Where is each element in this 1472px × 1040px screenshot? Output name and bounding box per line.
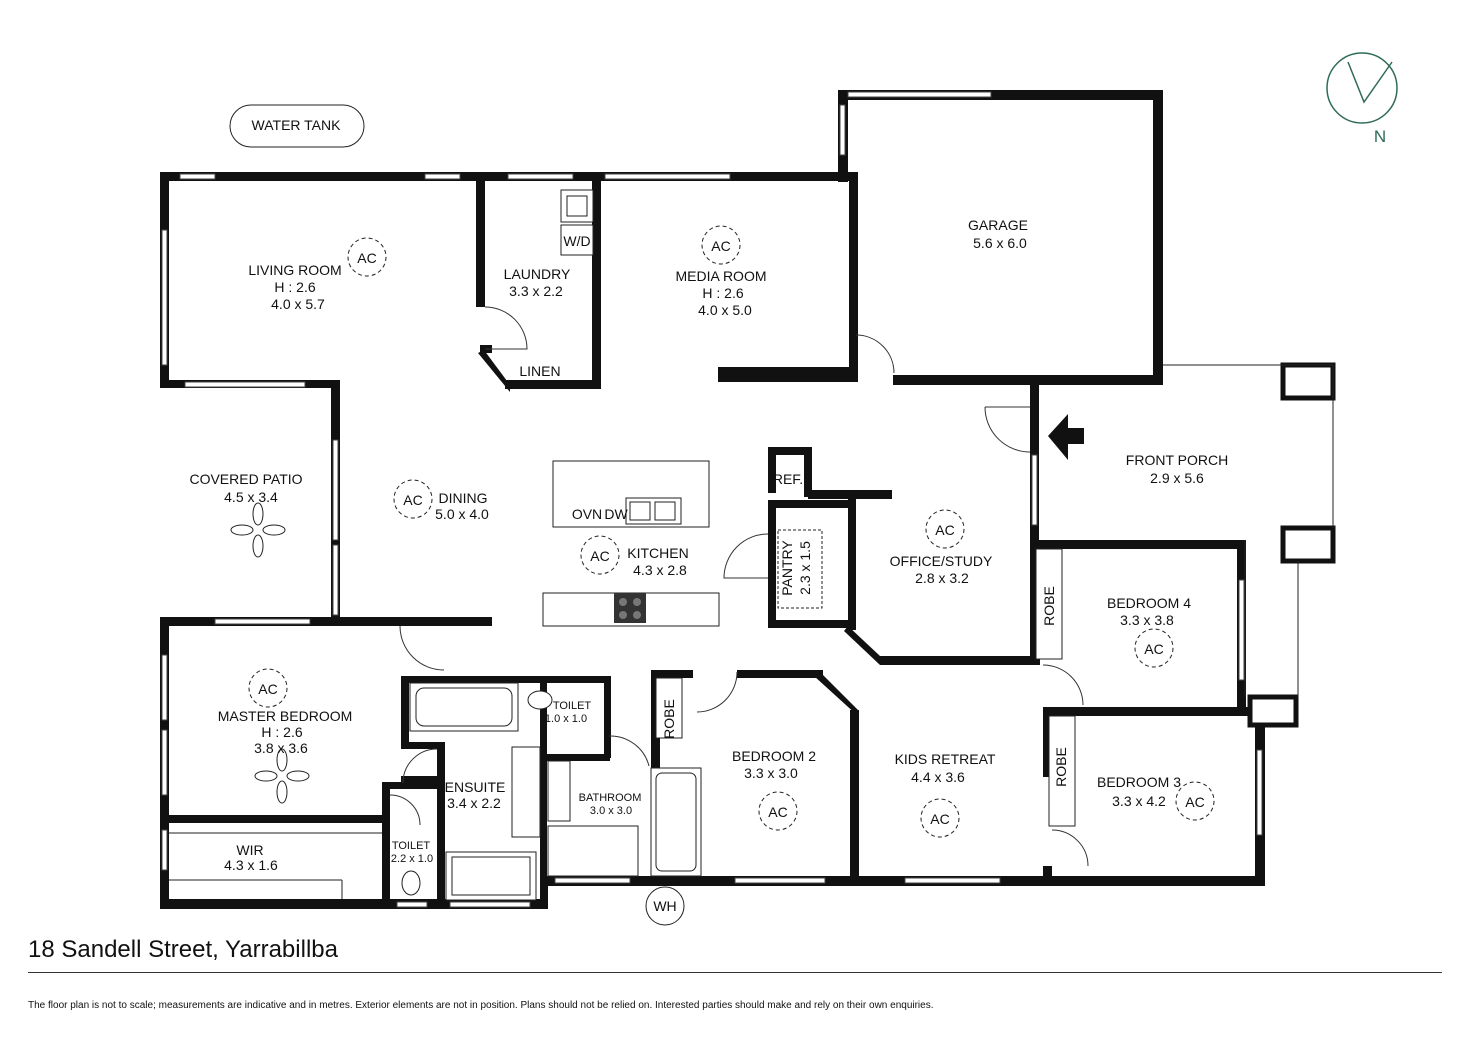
office-size: 2.8 x 3.2 [915,570,969,586]
linen-label: LINEN [519,363,560,379]
porch-name: FRONT PORCH [1126,452,1228,468]
compass-label: N [1374,127,1386,146]
bedroom3-size: 3.3 x 4.2 [1112,793,1166,809]
windows [161,91,1263,908]
dining-name: DINING [439,490,488,506]
ac-labels: AC AC AC AC AC AC AC AC AC AC [258,238,1204,827]
bedroom4-name: BEDROOM 4 [1107,595,1191,611]
media-room-size: 4.0 x 5.0 [698,302,752,318]
porch-size: 2.9 x 5.6 [1150,470,1204,486]
water-heater-label: WH [653,898,676,914]
kids-retreat-size: 4.4 x 3.6 [911,769,965,785]
ac-label: AC [935,522,954,538]
doors [389,306,1089,867]
ac-label: AC [768,804,787,820]
robe-label: ROBE [1053,747,1069,787]
bathroom-size: 3.0 x 3.0 [590,805,632,817]
entry-arrow-icon [1048,414,1084,460]
ac-label: AC [590,548,609,564]
master-size: 3.8 x 3.6 [254,740,308,756]
patio-size: 4.5 x 3.4 [224,489,278,505]
robe-label: ROBE [1041,586,1057,626]
room-labels: LIVING ROOM H : 2.6 4.0 x 5.7 LAUNDRY 3.… [189,217,1228,914]
bedroom2-name: BEDROOM 2 [732,748,816,764]
laundry-size: 3.3 x 2.2 [509,283,563,299]
dining-size: 5.0 x 4.0 [435,506,489,522]
disclaimer-text: The floor plan is not to scale; measurem… [28,1000,934,1011]
property-address: 18 Sandell Street, Yarrabillba [28,936,338,963]
bathroom-name: BATHROOM [579,792,642,804]
fixtures: W/D [169,189,1084,926]
dishwasher-label: DW [604,506,628,522]
north-arrow-icon [1347,61,1393,104]
master-name: MASTER BEDROOM [218,708,353,724]
media-room-name: MEDIA ROOM [675,268,766,284]
laundry-name: LAUNDRY [504,266,571,282]
ensuite-size: 3.4 x 2.2 [447,795,501,811]
ac-label: AC [930,811,949,827]
wir-size: 4.3 x 1.6 [224,857,278,873]
ac-label: AC [1144,641,1163,657]
ac-label: AC [357,250,376,266]
footer-divider [28,972,1442,973]
toilet-name: TOILET [553,700,592,712]
pantry-name: PANTRY [779,540,795,596]
wir-name: WIR [236,842,263,858]
ac-label: AC [711,238,730,254]
robe-label: ROBE [661,699,677,739]
bedroom2-size: 3.3 x 3.0 [744,765,798,781]
garage-size: 5.6 x 6.0 [973,235,1027,251]
office-name: OFFICE/STUDY [890,553,993,569]
toilet-name: TOILET [392,840,431,852]
bedroom4-size: 3.3 x 3.8 [1120,612,1174,628]
living-room-name: LIVING ROOM [248,262,341,278]
water-tank-outline [229,104,365,148]
kids-retreat-name: KIDS RETREAT [895,751,996,767]
pantry-size: 2.3 x 1.5 [797,541,813,595]
media-room-height: H : 2.6 [702,285,743,301]
kitchen-size: 4.3 x 2.8 [633,562,687,578]
compass-circle [1326,52,1398,124]
ac-label: AC [1185,794,1204,810]
oven-label: OVN [572,506,602,522]
fridge-label: REF. [773,471,803,487]
garage-name: GARAGE [968,217,1028,233]
compass: N [1326,52,1398,146]
niche-label: NICHE [755,368,799,384]
toilet-size: 2.2 x 1.0 [391,853,433,865]
ac-label: AC [403,492,422,508]
ac-units [248,225,1215,838]
ac-label: AC [258,681,277,697]
ensuite-name: ENSUITE [445,779,506,795]
bedroom3-name: BEDROOM 3 [1097,774,1181,790]
walls [160,90,1336,909]
washer-dryer-label: W/D [563,233,590,249]
kitchen-name: KITCHEN [627,545,688,561]
living-room-size: 4.0 x 5.7 [271,296,325,312]
living-room-height: H : 2.6 [274,279,315,295]
toilet-size: 1.0 x 1.0 [545,713,587,725]
water-tank-label: WATER TANK [252,117,342,133]
master-height: H : 2.6 [261,724,302,740]
patio-name: COVERED PATIO [189,471,302,487]
